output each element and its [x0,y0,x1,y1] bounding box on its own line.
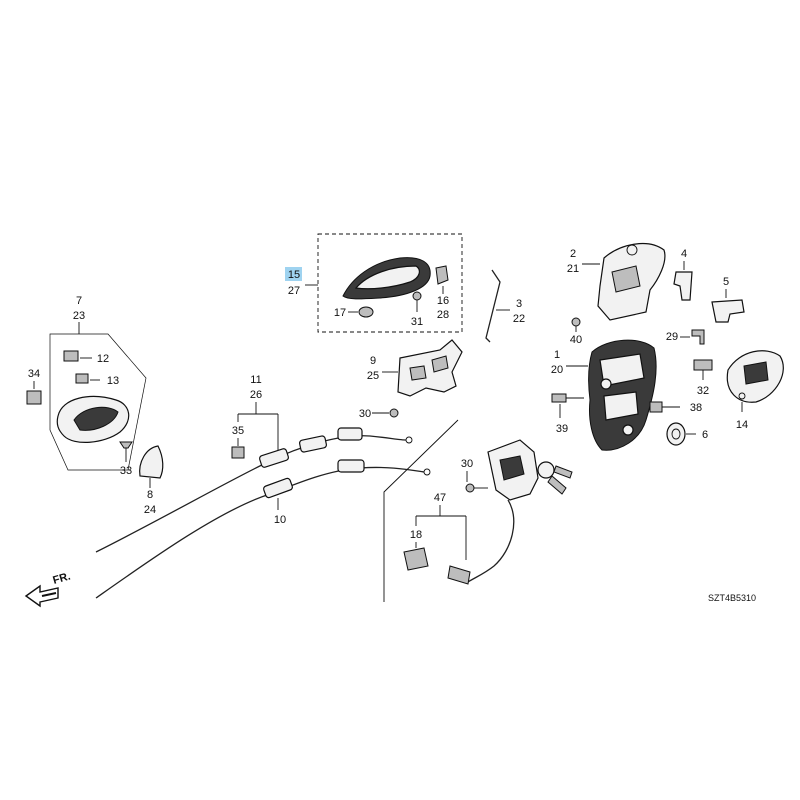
callout-7[interactable]: 7 [76,295,82,307]
door-latch-group: 1 20 39 38 6 [551,339,708,451]
callout-12[interactable]: 12 [97,353,109,365]
bracket-part-9[interactable] [397,339,463,397]
callout-11[interactable]: 11 [250,374,261,386]
callout-13[interactable]: 13 [107,375,119,387]
callout-24[interactable]: 24 [144,504,156,516]
callout-22[interactable]: 22 [513,313,525,325]
callout-38[interactable]: 38 [690,402,702,414]
callout-9[interactable]: 9 [370,355,376,367]
clip-part-16[interactable] [435,265,449,285]
callout-18[interactable]: 18 [410,529,422,541]
callout-4[interactable]: 4 [681,248,687,260]
callout-14[interactable]: 14 [736,419,748,431]
callout-28[interactable]: 28 [437,309,449,321]
callout-16[interactable]: 16 [437,295,449,307]
callout-8[interactable]: 8 [147,489,153,501]
callout-33[interactable]: 33 [120,465,132,477]
screw-part-33[interactable] [119,441,133,449]
callout-5[interactable]: 5 [723,276,729,288]
clip-part-34[interactable] [26,390,42,405]
latch-cover-group: 2 21 40 [567,243,666,346]
callout-30b[interactable]: 30 [461,458,473,470]
cable-part-11[interactable] [95,435,407,553]
callout-25[interactable]: 25 [367,370,379,382]
cap-part-13[interactable] [75,373,89,384]
callout-17[interactable]: 17 [334,307,346,319]
callout-3[interactable]: 3 [516,298,522,310]
callout-31[interactable]: 31 [411,316,423,328]
callout-26[interactable]: 26 [250,389,262,401]
callout-2[interactable]: 2 [570,248,576,260]
rod-part-3[interactable] [485,269,501,343]
callout-10[interactable]: 10 [274,514,286,526]
part-33-8-group: 33 8 24 [119,441,164,516]
callout-29[interactable]: 29 [666,331,678,343]
cover-part-8[interactable] [139,445,164,479]
callout-1[interactable]: 1 [554,349,560,361]
spring-part-4[interactable] [673,271,693,301]
clips-group: 4 5 29 [666,248,745,345]
pin-part-29[interactable] [691,329,705,345]
callout-6[interactable]: 6 [702,429,708,441]
callout-40[interactable]: 40 [570,334,582,346]
callout-47[interactable]: 47 [434,492,446,504]
callout-23[interactable]: 23 [73,310,85,322]
pad-part-17[interactable] [358,306,374,318]
callout-35[interactable]: 35 [232,425,244,437]
diagram-code: SZT4B5310 [708,593,756,603]
washer-part-6[interactable] [666,422,686,446]
callout-34[interactable]: 34 [28,368,40,380]
inside-handle-group: 7 23 12 13 [49,295,147,471]
callout-highlight-15 [285,267,302,281]
callout-21[interactable]: 21 [567,263,579,275]
front-direction-indicator: FR. [24,570,72,608]
callout-27[interactable]: 27 [288,285,300,297]
part-34-group: 34 [26,368,42,405]
front-arrow-label: FR. [52,570,72,586]
clip-part-35[interactable] [231,446,245,459]
striker-group: 32 14 [693,350,784,431]
cable-group: 11 26 35 10 [95,374,431,599]
cap-part-12[interactable] [63,350,79,362]
switch-part-18[interactable] [403,547,429,571]
lock-cylinder-group: 30 47 18 [383,419,573,602]
callout-39[interactable]: 39 [556,423,568,435]
callout-32[interactable]: 32 [697,385,709,397]
callout-20[interactable]: 20 [551,364,563,376]
callout-30a[interactable]: 30 [359,408,371,420]
outside-handle-group: 15 27 16 28 31 17 [285,233,463,333]
rod-group: 3 22 [485,269,525,343]
callout-15[interactable]: 15 [288,269,300,281]
bracket-group: 9 25 30 [359,339,463,420]
clip-part-5[interactable] [711,299,745,323]
cable-part-10[interactable] [95,466,425,599]
